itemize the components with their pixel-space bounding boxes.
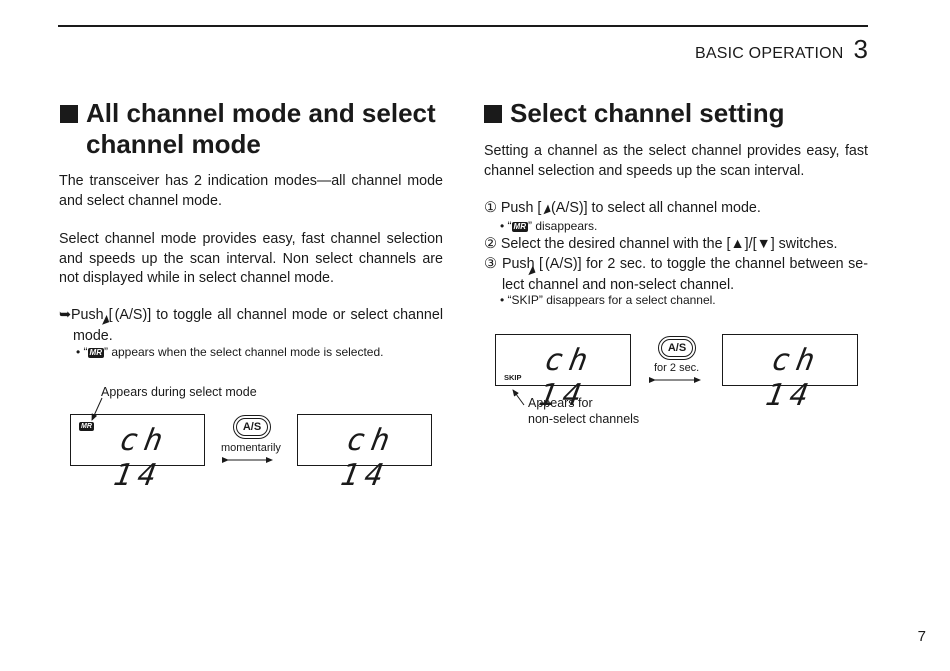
note-prefix: • “ xyxy=(500,219,512,233)
arrow-bullet-icon: ➥ xyxy=(59,307,71,323)
lcd-display-select-mode: MR ch 14 xyxy=(70,414,205,493)
right-paragraph-1: Setting a channel as the select channel … xyxy=(484,143,868,179)
as-button: A/S xyxy=(233,415,271,439)
note-prefix: • “ xyxy=(76,345,88,359)
step-3-text-a: Push [ xyxy=(501,256,544,272)
chapter-number: 3 xyxy=(853,34,868,64)
step-2-number: ② xyxy=(484,236,497,252)
annotation-pointer-arrow xyxy=(91,397,103,421)
step-3: ③ Push [◢(A/S)] for 2 sec. to toggle the… xyxy=(484,255,868,295)
left-paragraph-2: Select channel mode provides easy, fast … xyxy=(59,231,443,286)
mr-badge-icon: MR xyxy=(87,348,104,358)
square-bullet-icon xyxy=(484,105,502,123)
skip-annotation: Appears for non-select channels xyxy=(528,395,639,427)
top-rule xyxy=(58,25,868,27)
left-heading: All channel mode and select channel mode xyxy=(60,98,450,160)
step-3-text-b: (A/S)] for 2 sec. to toggle the channel … xyxy=(502,256,869,293)
step-1-text-b: (A/S)] to select all channel mode. xyxy=(551,200,761,216)
lcd-display-all-mode: ch 14 xyxy=(297,414,432,493)
square-bullet-icon xyxy=(60,105,78,123)
momentarily-caption: momentarily xyxy=(221,442,281,454)
mr-badge-icon: MR xyxy=(511,222,528,232)
left-note: • “MR” appears when the select channel m… xyxy=(76,344,383,361)
lcd-display-skip: SKIP ch 14 xyxy=(495,334,631,413)
step-1-note: • “MR” disappears. xyxy=(500,218,597,235)
left-heading-line2: channel mode xyxy=(86,129,261,159)
page-number: 7 xyxy=(917,628,926,645)
as-button-label: A/S xyxy=(661,339,693,357)
for-2-sec-caption: for 2 sec. xyxy=(654,362,700,374)
section-title: BASIC OPERATION xyxy=(695,45,844,62)
step-2-text: Select the desired channel with the [▲]/… xyxy=(500,236,838,252)
annotation-pointer-arrow xyxy=(512,389,525,406)
step-3-note: • “SKIP” disappears for a select channel… xyxy=(500,293,716,307)
note-text: ” disappears. xyxy=(527,219,598,233)
right-heading: Select channel setting xyxy=(484,98,874,129)
push-text-b: (A/S)] to toggle all channel mode or sel… xyxy=(73,307,444,344)
step-3-number: ③ xyxy=(484,256,498,272)
step-1-number: ① xyxy=(484,200,497,216)
note-text: ” appears when the select channel mode i… xyxy=(103,345,384,359)
select-mode-annotation: Appears during select mode xyxy=(101,385,257,399)
page-header: BASIC OPERATION 3 xyxy=(695,34,868,65)
skip-annotation-line2: non-select channels xyxy=(528,412,640,426)
right-heading-text: Select channel setting xyxy=(510,98,785,128)
skip-annotation-line1: Appears for xyxy=(528,396,593,410)
lcd-display-no-skip: ch 14 xyxy=(722,334,858,413)
as-button: A/S xyxy=(658,336,696,360)
lcd-mr-indicator: MR xyxy=(79,422,94,431)
step-2: ② Select the desired channel with the [▲… xyxy=(484,235,868,255)
step-1: ① Push [◢(A/S)] to select all channel mo… xyxy=(484,199,868,220)
left-heading-line1: All channel mode and select xyxy=(86,98,436,128)
step-1-text-a: Push [ xyxy=(500,200,542,216)
lcd-skip-indicator: SKIP xyxy=(504,373,522,382)
left-paragraph-1: The transceiver has 2 indication modes—a… xyxy=(59,173,443,209)
left-push-instruction: ➥Push [◢(A/S)] to toggle all channel mod… xyxy=(59,306,443,346)
as-button-label: A/S xyxy=(236,418,268,436)
push-text-a: Push [ xyxy=(70,307,113,323)
